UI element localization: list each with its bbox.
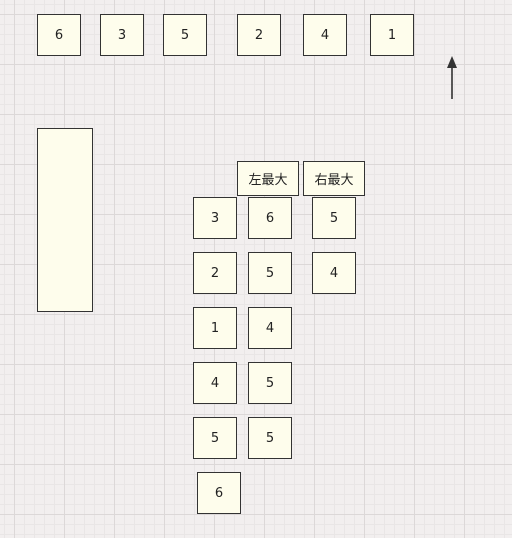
left-max-box-4[interactable]: 5 [248, 362, 292, 404]
stack-box-4[interactable]: 4 [193, 362, 237, 404]
left-max-box-2[interactable]: 5 [248, 252, 292, 294]
stack-box-1[interactable]: 3 [193, 197, 237, 239]
stack-box-2[interactable]: 2 [193, 252, 237, 294]
arrow-up-icon [447, 56, 457, 99]
left-max-box-1[interactable]: 6 [248, 197, 292, 239]
stack-box-3[interactable]: 1 [193, 307, 237, 349]
top-row-box-6[interactable]: 1 [370, 14, 414, 56]
top-row-box-2[interactable]: 3 [100, 14, 144, 56]
right-max-box-1[interactable]: 5 [312, 197, 356, 239]
stack-box-5[interactable]: 5 [193, 417, 237, 459]
left-max-header: 左最大 [237, 161, 299, 196]
left-max-box-3[interactable]: 4 [248, 307, 292, 349]
stack-container[interactable] [37, 128, 93, 312]
top-row-box-4[interactable]: 2 [237, 14, 281, 56]
left-max-box-5[interactable]: 5 [248, 417, 292, 459]
top-row-box-3[interactable]: 5 [163, 14, 207, 56]
right-max-header: 右最大 [303, 161, 365, 196]
top-row-box-1[interactable]: 6 [37, 14, 81, 56]
top-row-box-5[interactable]: 4 [303, 14, 347, 56]
stack-box-6[interactable]: 6 [197, 472, 241, 514]
right-max-box-2[interactable]: 4 [312, 252, 356, 294]
